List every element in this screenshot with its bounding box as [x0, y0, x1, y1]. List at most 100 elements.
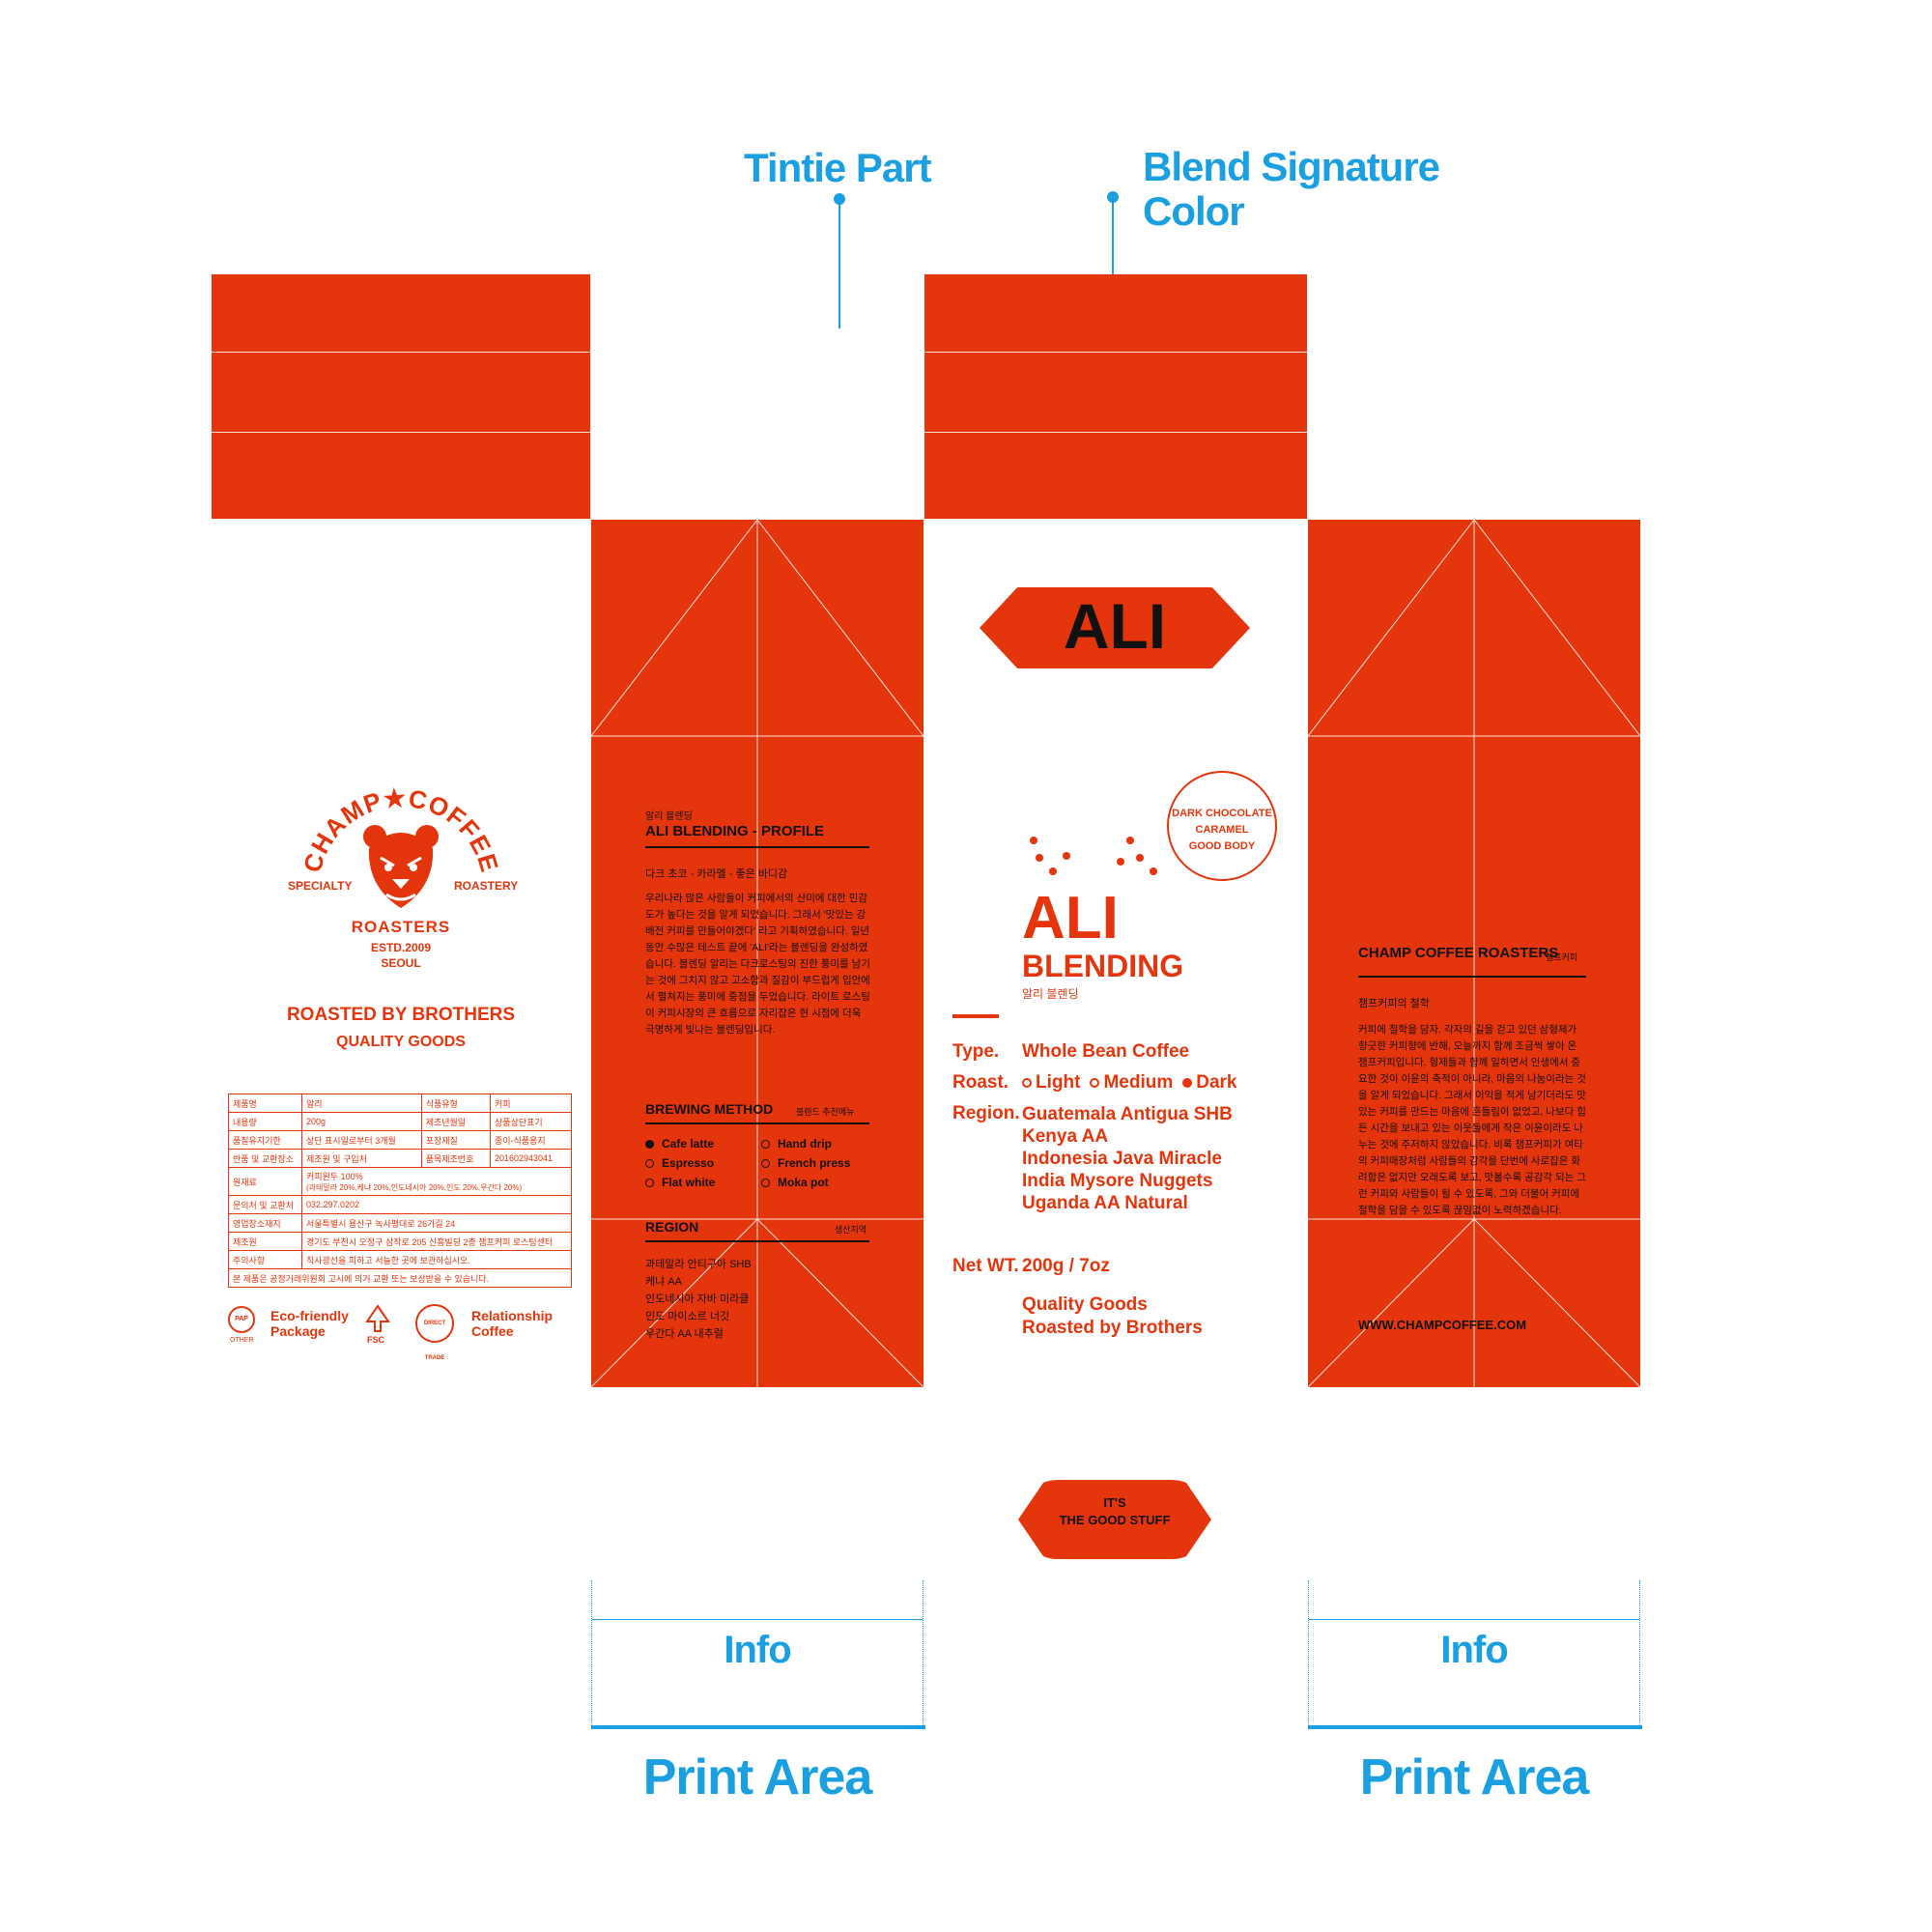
brewing-sub: 블렌드 추천메뉴 [796, 1107, 855, 1117]
table-cell: 포장재질 [420, 1130, 492, 1150]
radio-filled-icon [1182, 1077, 1193, 1088]
flavor-circle [1167, 771, 1277, 881]
recycle-icon: PAP [228, 1306, 255, 1333]
tagline-quality: QUALITY GOODS [336, 1034, 466, 1050]
recycle-sub: OTHER [230, 1337, 254, 1344]
table-cell: 알리 [300, 1094, 422, 1113]
table-cell: 주의사항 [228, 1250, 302, 1269]
front-region-item: Uganda AA Natural [1022, 1193, 1188, 1213]
table-cell: 품목제조번호 [420, 1149, 492, 1168]
table-cell: 200g [300, 1112, 422, 1131]
table-value: 032.297.0202 [305, 1200, 360, 1209]
table-cell: 반품 및 교환장소 [228, 1149, 302, 1168]
roast-option: Medium [1090, 1072, 1173, 1093]
table-cell: 경기도 부천시 오정구 삼작로 205 신흥빌딩 2층 챔프커피 로스팅센터 [300, 1232, 573, 1251]
flavor-line: GOOD BODY [1188, 840, 1256, 852]
brewing-item: French press [761, 1153, 850, 1173]
front-footer-1: Quality Goods [1022, 1294, 1148, 1315]
aroma-dot [1117, 858, 1124, 866]
table-cell: 원재료 [228, 1167, 302, 1196]
brewing-rule [645, 1122, 869, 1124]
radio-empty-icon [761, 1178, 770, 1187]
brewing-label: Flat white [662, 1176, 716, 1189]
side-panel-right: CHAMP COFFEE ROASTERS 챔프커피 챔프커피의 철학 커피에 … [1308, 520, 1640, 1387]
table-cell: 문의처 및 교환처 [228, 1195, 302, 1214]
top-flap-right [924, 274, 1307, 519]
region-item-kr: 우간다 AA 내추럴 [645, 1328, 724, 1340]
aroma-dot [1126, 837, 1134, 844]
radio-empty-icon [1090, 1077, 1100, 1088]
logo-roastery: ROASTERY [454, 879, 519, 893]
front-region-item: Kenya AA [1022, 1126, 1109, 1147]
blend-leader-line [1112, 197, 1114, 328]
table-value: (과테말라 20%,케냐 20%,인도네시아 20%,인도 20%,우간다 20… [305, 1183, 523, 1192]
region-rule [645, 1240, 869, 1242]
table-cell: 품질유지기한 [228, 1130, 302, 1150]
good-stuff-badge [1018, 1480, 1211, 1559]
table-cell: 제품명 [228, 1094, 302, 1113]
good-stuff-line2: THE GOOD STUFF [1059, 1513, 1171, 1527]
philosophy-subtitle: 챔프커피의 철학 [1358, 998, 1430, 1009]
print-area-left-label: Print Area [642, 1749, 873, 1805]
radio-filled-icon [645, 1139, 654, 1149]
brewing-title: BREWING METHOD [645, 1101, 774, 1117]
badge-row: PAP OTHER Eco-friendly Package FSC DIREC… [228, 1304, 576, 1361]
fsc-text: FSC [367, 1335, 384, 1345]
table-value: 경기도 부천시 오정구 삼작로 205 신흥빌딩 2층 챔프커피 로스팅센터 [305, 1236, 554, 1247]
front-name: ALI [1022, 885, 1119, 952]
philosophy-rule [1358, 976, 1586, 978]
roast-option-label: Dark [1196, 1072, 1237, 1093]
good-stuff-line1: IT'S [1103, 1495, 1126, 1510]
table-value: 커피원두 100% [305, 1172, 363, 1181]
flavor-line: CARAMEL [1195, 824, 1249, 836]
relationship-line1: Relationship [471, 1308, 554, 1323]
print-area-guide-right [1308, 1580, 1642, 1729]
front-region-item: Indonesia Java Miracle [1022, 1149, 1222, 1169]
aroma-dot [1049, 867, 1057, 875]
type-label: Type. [952, 1041, 1000, 1062]
philosophy-url: WWW.CHAMPCOFFEE.COM [1358, 1318, 1527, 1332]
type-value: Whole Bean Coffee [1022, 1041, 1190, 1062]
brewing-label: Hand drip [778, 1137, 832, 1151]
brewing-label: French press [778, 1156, 851, 1170]
table-cell: 영업장소재지 [228, 1213, 302, 1233]
aroma-dot [1036, 854, 1043, 862]
aroma-dot [1150, 867, 1157, 875]
info-right-label: Info [1440, 1629, 1508, 1671]
profile-kicker: 알리 블렌딩 [645, 811, 693, 822]
region-item-kr: 인도 마이소르 너깃 [645, 1311, 730, 1322]
logo-specialty: SPECIALTY [288, 879, 353, 893]
aroma-dot [1030, 837, 1037, 844]
radio-empty-icon [761, 1158, 770, 1168]
roast-option-label: Light [1036, 1072, 1081, 1093]
ali-top-badge-text: ALI [1063, 590, 1167, 662]
table-cell: 식품유형 [420, 1094, 492, 1113]
blend-signature-label: Blend Signature Color [1143, 145, 1440, 234]
fold-lines-left [591, 520, 923, 1387]
fsc-tree-icon [363, 1304, 392, 1333]
philosophy-body: 커피에 철학을 담자. 각자의 길을 걷고 있던 삼형제가 향긋한 커피향에 반… [1358, 1024, 1586, 1216]
bear-head-icon [359, 819, 442, 912]
tagline-roasted: ROASTED BY BROTHERS [286, 1005, 516, 1025]
front-subname: BLENDING [1022, 949, 1184, 983]
flavor-line: DARK CHOCOLATE [1172, 808, 1272, 819]
table-cell: 커피원두 100% (과테말라 20%,케냐 20%,인도네시아 20%,인도 2… [300, 1167, 573, 1196]
table-footer: 본 제품은 공정거래위원회 고시에 의거 교환 또는 보상받을 수 있습니다. [228, 1268, 572, 1288]
front-region-item: India Mysore Nuggets [1022, 1171, 1213, 1191]
relationship-line2: Coffee [471, 1323, 514, 1339]
netwt-label: Net WT. [952, 1256, 1019, 1276]
logo-city: SEOUL [381, 956, 421, 970]
table-cell: 상품상단표기 [490, 1112, 572, 1131]
tintie-part-label: Tintie Part [744, 145, 932, 190]
brewing-item: Flat white [645, 1173, 715, 1192]
direct-trade-icon: DIRECT TRADE [415, 1304, 454, 1361]
front-korean: 알리 블렌딩 [1022, 987, 1079, 1001]
table-cell: 서울특별시 용산구 녹사평대로 26가길 24 [300, 1213, 573, 1233]
